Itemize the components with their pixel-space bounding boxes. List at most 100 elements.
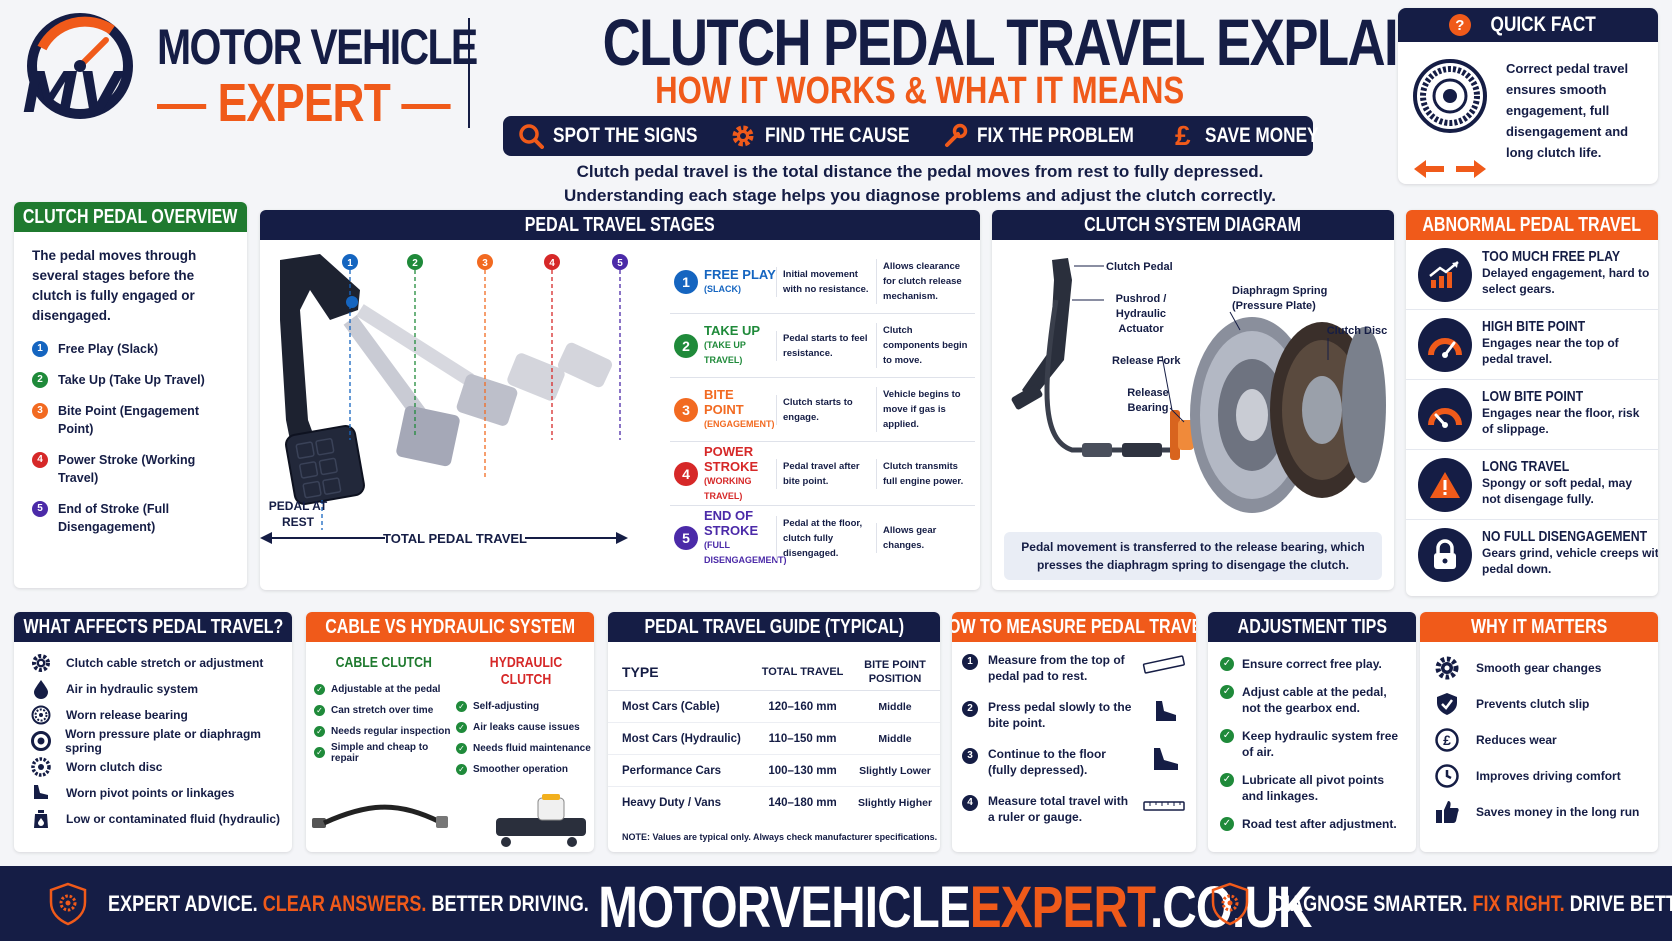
list-item: ✓Lubricate all pivot points and linkages… xyxy=(1208,772,1416,804)
list-item: Low or contaminated fluid (hydraulic) xyxy=(14,806,292,832)
clutch-disc-icon xyxy=(1413,59,1487,133)
page-title: CLUTCH PEDAL TRAVEL EXPLAINED xyxy=(602,5,1506,79)
ruler-icon xyxy=(1143,801,1185,811)
intro-text: Clutch pedal travel is the total distanc… xyxy=(564,162,1276,205)
shield-gear-icon xyxy=(1211,882,1249,926)
list-item: ✓Can stretch over time xyxy=(314,700,454,721)
search-icon xyxy=(517,122,545,150)
affects-panel: WHAT AFFECTS PEDAL TRAVEL? Clutch cable … xyxy=(14,612,292,852)
disc-icon xyxy=(30,756,52,778)
question-icon: ? xyxy=(1448,14,1471,36)
feature-bar: SPOT THE SIGNS FIND THE CAUSE FIX THE PR… xyxy=(503,116,1318,156)
list-item: ✓Air leaks cause issues xyxy=(456,717,594,738)
thumbs-up-icon xyxy=(1434,799,1460,825)
quick-fact-panel: ? QUICK FACT Correct pedal travel ensure… xyxy=(1398,8,1658,184)
foot-pedal-icon xyxy=(1154,748,1178,770)
brand-divider xyxy=(468,18,470,128)
list-item: Clutch cable stretch or adjustment xyxy=(14,650,292,676)
stages-header: PEDAL TRAVEL STAGES xyxy=(260,210,980,240)
list-item: ✓Adjust cable at the pedal, not the gear… xyxy=(1208,684,1416,716)
clock-icon xyxy=(1434,763,1460,789)
brand-name-line2: EXPERT xyxy=(157,72,451,134)
list-item: Smooth gear changes xyxy=(1420,650,1658,686)
stage-marker: 4 xyxy=(549,258,555,269)
gauge-high-icon xyxy=(1418,318,1472,372)
list-item: ✓Road test after adjustment. xyxy=(1208,816,1416,832)
quick-fact-text: Correct pedal travel ensures smooth enga… xyxy=(1506,61,1629,160)
abnormal-panel: ABNORMAL PEDAL TRAVEL TOO MUCH FREE PLAY… xyxy=(1406,210,1658,596)
guide-note: NOTE: Values are typical only. Always ch… xyxy=(622,832,938,842)
double-arrow-icon xyxy=(1414,160,1486,178)
stages-table: 1 FREE PLAY(SLACK) Initial movement with… xyxy=(670,250,975,570)
wrench-icon xyxy=(941,122,969,150)
pill-fix-problem: FIX THE PROBLEM xyxy=(941,122,1168,150)
abnormal-header: ABNORMAL PEDAL TRAVEL xyxy=(1406,210,1658,240)
list-item: Air in hydraulic system xyxy=(14,676,292,702)
list-item: ✓Smoother operation xyxy=(456,759,594,780)
drop-icon xyxy=(30,678,52,700)
pedal-icon xyxy=(30,782,52,804)
stages-panel: PEDAL TRAVEL STAGES xyxy=(260,210,980,590)
clutch-cable-illustration xyxy=(312,794,586,847)
guide-table: TYPE TOTAL TRAVEL BITE POINT POSITION Mo… xyxy=(608,654,940,819)
stage-marker: 1 xyxy=(347,258,353,269)
list-item: Worn pressure plate or diaphragm spring xyxy=(14,727,292,755)
cable-hydraulic-panel: CABLE VS HYDRAULIC SYSTEM CABLE CLUTCH ✓… xyxy=(306,612,594,852)
label-release-fork: Release Fork xyxy=(1112,355,1181,367)
diagram-header: CLUTCH SYSTEM DIAGRAM xyxy=(992,210,1394,240)
table-row: 5 END OF STROKE(FULL DISENGAGEMENT) Peda… xyxy=(670,506,975,570)
hydraulic-column: HYDRAULIC CLUTCH ✓Self-adjusting ✓Air le… xyxy=(456,654,594,780)
diagram-caption: Pedal movement is transferred to the rel… xyxy=(1004,532,1382,580)
table-row: 2 TAKE UP(TAKE UP TRAVEL) Pedal starts t… xyxy=(670,314,975,378)
quick-fact-header: ? QUICK FACT xyxy=(1398,8,1658,42)
list-item: ✓Simple and cheap to repair xyxy=(314,742,454,764)
overview-text: The pedal moves through several stages b… xyxy=(32,248,197,323)
total-travel-label: TOTAL PEDAL TRAVEL xyxy=(383,531,527,546)
list-item: Worn clutch disc xyxy=(14,754,292,780)
table-row: 4 POWER STROKE(WORKING TRAVEL) Pedal tra… xyxy=(670,442,975,506)
gear-icon xyxy=(30,652,52,674)
fluid-icon xyxy=(30,808,52,830)
table-row: 3 BITE POINT(ENGAGEMENT) Clutch starts t… xyxy=(670,378,975,442)
list-item: ✓Keep hydraulic system free of air. xyxy=(1208,728,1416,760)
list-item: ✓Self-adjusting xyxy=(456,696,594,717)
label-clutch-pedal: Clutch Pedal xyxy=(1106,261,1173,273)
shield-gear-icon xyxy=(49,882,87,926)
overview-panel: CLUTCH PEDAL OVERVIEW The pedal moves th… xyxy=(14,202,247,588)
cable-column: CABLE CLUTCH ✓Adjustable at the pedal ✓C… xyxy=(314,654,454,764)
table-header-row: TYPE TOTAL TRAVEL BITE POINT POSITION xyxy=(608,654,940,691)
pill-save-money: £ SAVE MONEY xyxy=(1169,120,1343,151)
pound-icon: £ xyxy=(1434,727,1460,753)
adjust-header: ADJUSTMENT TIPS xyxy=(1208,612,1416,642)
svg-text:£: £ xyxy=(1443,732,1451,748)
affects-header: WHAT AFFECTS PEDAL TRAVEL? xyxy=(14,612,292,642)
stage-marker: 2 xyxy=(412,258,418,269)
overview-header: CLUTCH PEDAL OVERVIEW xyxy=(14,202,247,232)
list-item: ✓Ensure correct free play. xyxy=(1208,656,1416,672)
lock-icon xyxy=(1418,528,1472,582)
clutch-system-drawing xyxy=(1011,258,1386,513)
label-pushrod: Pushrod / Hydraulic Actuator xyxy=(1115,293,1167,335)
label-clutch-disc: Clutch Disc xyxy=(1326,325,1388,337)
gear-icon xyxy=(729,122,757,150)
list-item: ✓Adjustable at the pedal xyxy=(314,679,454,700)
footer-tagline-right: DIAGNOSE SMARTER. FIX RIGHT. DRIVE BETTE… xyxy=(1272,891,1672,916)
footer-website[interactable]: MOTORVEHICLEEXPERT.CO.UK xyxy=(598,875,1312,940)
list-item: Worn release bearing xyxy=(14,702,292,728)
